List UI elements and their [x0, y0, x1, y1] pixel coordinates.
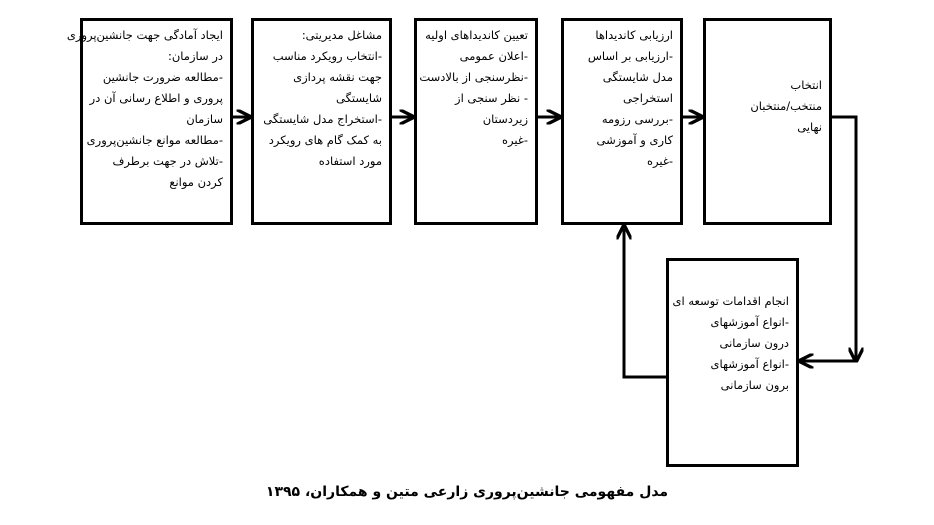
box-candidate-evaluation: ارزیابی کاندیداها -ارزیابی بر اساس مدل شای… [561, 18, 683, 225]
box-line: سازمان [186, 112, 223, 126]
box-line: -مطالعه موانع جانشین‌پروری [86, 133, 223, 147]
box-line: در سازمان: [167, 49, 223, 63]
box-line: ارزیابی کاندیداها [595, 28, 673, 42]
box-line: شایستگی [335, 91, 382, 105]
box-line: مدل شایستگی [602, 70, 673, 84]
box-line: -استخراج مدل شایستگی [263, 112, 382, 126]
box-line: کردن موانع [169, 175, 223, 189]
arrow-5-to-right-down [832, 115, 856, 361]
box-line: -انواع آموزشهای [710, 315, 790, 329]
box-initial-candidates: تعیین کاندیداهای اولیه -اعلان عمومی -نظرسن… [414, 18, 538, 225]
box-line: -تلاش در جهت برطرف [112, 154, 223, 168]
box-line: ایجاد آمادگی جهت جانشین‌پروری [66, 28, 223, 42]
box-line: - نظر سنجی از [455, 91, 528, 105]
box-line: منتخب/منتخبان [750, 99, 822, 113]
box-line: به کمک گام های رویکرد [268, 133, 382, 147]
box-line: -اعلان عمومی [459, 49, 528, 63]
box-line: -ارزیابی بر اساس [587, 49, 673, 63]
box-line: انجام اقدامات توسعه ای [672, 294, 789, 308]
box-line: -بررسی رزومه [601, 112, 673, 126]
box-line: جهت نقشه پردازی [293, 70, 382, 84]
box-line: کاری و آموزشی [596, 133, 673, 147]
box-line: درون سازمانی [719, 336, 789, 350]
figure-caption: مدل مفهومی جانشین‌پروری زارعی متین و همک… [265, 484, 669, 500]
box-line: انتخاب [790, 78, 822, 92]
box-line: مورد استفاده [318, 154, 382, 168]
box-line: تعیین کاندیداهای اولیه [425, 28, 528, 42]
box-line: -نظرسنجی از بالادست [419, 70, 528, 84]
box-final-selection: انتخاب منتخب/منتخبان نهایی [703, 18, 832, 225]
box-line: نهایی [797, 120, 822, 134]
box-line: برون سازمانی [720, 378, 789, 392]
box-line: -مطالعه ضرورت جانشین [102, 70, 223, 84]
box-line: -انواع آموزشهای [710, 357, 790, 371]
box-line: مشاغل مدیریتی: [301, 28, 382, 42]
box-preparation: ایجاد آمادگی جهت جانشین‌پروری در سازمان: -… [66, 18, 233, 225]
arrow-6-to-4 [624, 226, 666, 379]
box-line: زیردستان [482, 112, 528, 126]
box-line: -غیره [646, 154, 673, 168]
box-line: -انتخاب رویکرد مناسب [272, 49, 382, 63]
box-line: -غیره [501, 133, 528, 147]
box-development-actions: انجام اقدامات توسعه ای -انواع آموزشهای درو… [666, 258, 799, 467]
box-line: پروری و اطلاع رسانی آن در [89, 91, 223, 105]
box-line: استخراجی [623, 91, 673, 105]
box-managerial-jobs: مشاغل مدیریتی: -انتخاب رویکرد مناسب جهت نق… [251, 18, 392, 225]
